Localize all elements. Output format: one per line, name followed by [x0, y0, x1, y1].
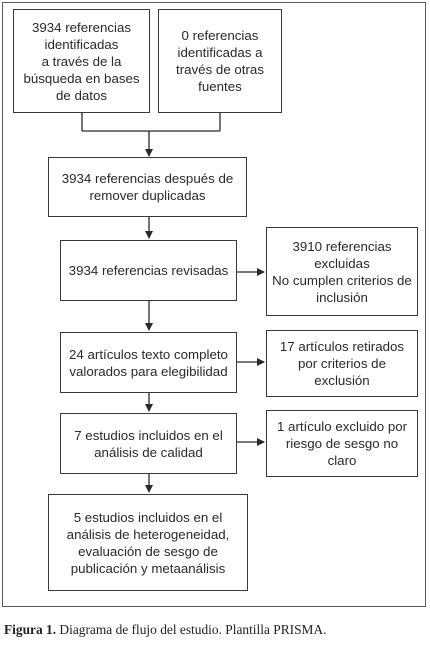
box-identified-other-sources: 0 referencias identificadas a través de …	[158, 9, 282, 113]
box-bias-excluded-text: 1 artículo excluido por riesgo de sesgo …	[276, 419, 408, 468]
caption-text: Diagrama de flujo del estudio. Plantilla…	[56, 622, 327, 637]
box-final-text: 5 estudios incluidos en el análisis de h…	[66, 509, 230, 576]
box-identified-databases: 3934 referencias identificadas a través …	[13, 9, 150, 113]
box-identified-other-sources-text: 0 referencias identificadas a través de …	[176, 28, 264, 94]
box-quality: 7 estudios incluidos en el análisis de c…	[60, 413, 237, 474]
figure-caption: Figura 1. Diagrama de flujo del estudio.…	[4, 622, 428, 638]
box-final: 5 estudios incluidos en el análisis de h…	[48, 494, 248, 591]
box-screened-text: 3934 referencias revisadas	[68, 263, 229, 278]
box-withdrawn-text: 17 artículos retirados por criterios de …	[279, 339, 405, 388]
box-full-text-text: 24 artículos texto completo valorados pa…	[69, 346, 228, 379]
box-excluded-text: 3910 referencias excluidas No cumplen cr…	[272, 238, 412, 305]
box-identified-databases-text: 3934 referencias identificadas a través …	[23, 19, 140, 103]
box-bias-excluded: 1 artículo excluido por riesgo de sesgo …	[266, 410, 418, 477]
diagram-frame	[2, 2, 426, 607]
caption-label: Figura 1.	[4, 622, 57, 637]
box-full-text: 24 artículos texto completo valorados pa…	[60, 332, 237, 393]
box-quality-text: 7 estudios incluidos en el análisis de c…	[74, 427, 223, 460]
box-excluded: 3910 referencias excluidas No cumplen cr…	[266, 227, 418, 316]
box-after-duplicates-text: 3934 referencias después de remover dupl…	[61, 171, 234, 203]
box-screened: 3934 referencias revisadas	[60, 240, 237, 301]
box-after-duplicates: 3934 referencias después de remover dupl…	[48, 157, 247, 217]
box-withdrawn: 17 artículos retirados por criterios de …	[266, 330, 418, 397]
